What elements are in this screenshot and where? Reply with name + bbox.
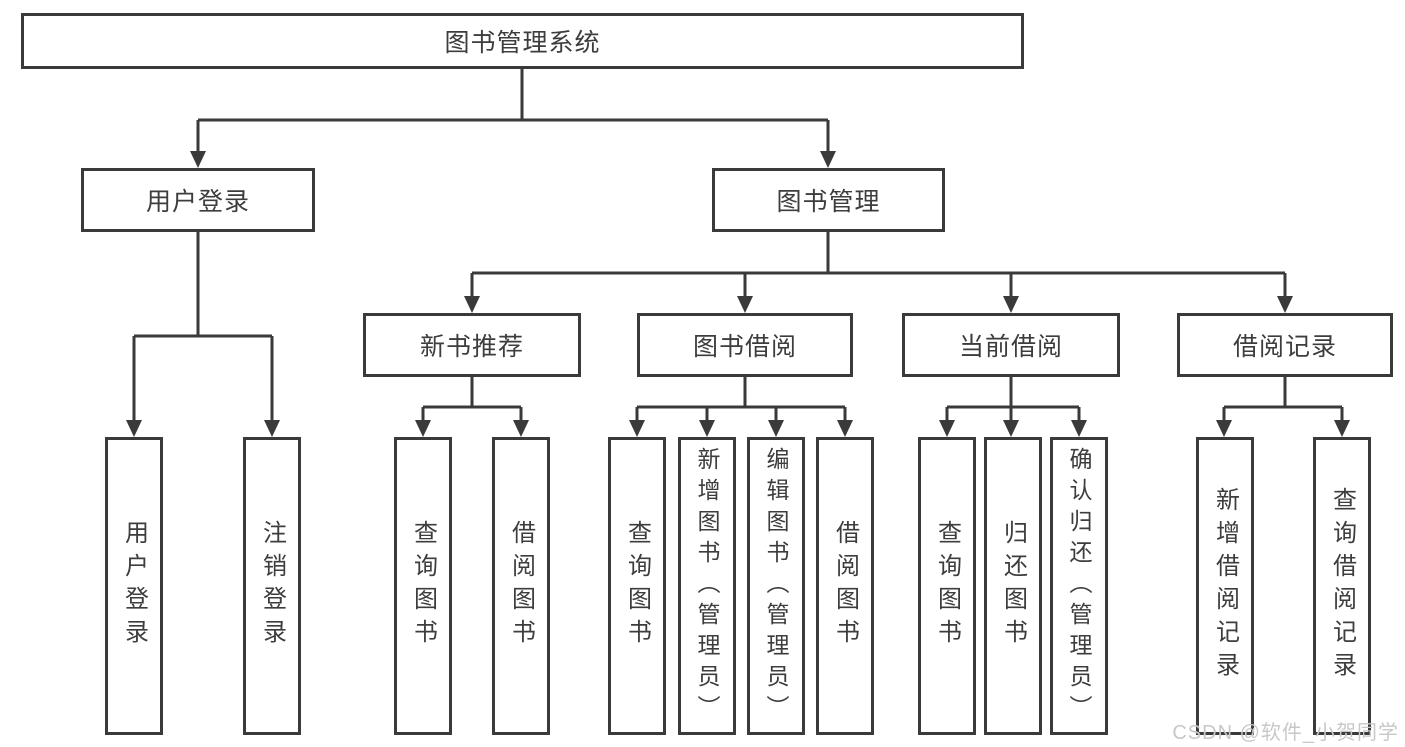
node-current-borrowing: 当前借阅 bbox=[902, 313, 1120, 377]
arrowhead-icon bbox=[629, 420, 645, 437]
connector-paths bbox=[132, 69, 1344, 422]
node-borrow-books-recommend: 借阅图书 bbox=[492, 437, 550, 735]
node-query-books-recommend: 查询图书 bbox=[394, 437, 452, 735]
arrowhead-icon bbox=[464, 296, 480, 313]
arrowhead-icon bbox=[126, 420, 142, 437]
arrowhead-icon bbox=[1216, 420, 1232, 437]
arrowhead-icon bbox=[190, 151, 206, 168]
node-return-books: 归还图书 bbox=[984, 437, 1042, 735]
node-query-borrow-record: 查询借阅记录 bbox=[1313, 437, 1371, 735]
node-logout: 注销登录 bbox=[243, 437, 301, 735]
csdn-watermark: CSDN @软件_小贺同学 bbox=[1172, 722, 1399, 744]
node-borrowing-records: 借阅记录 bbox=[1177, 313, 1393, 377]
node-library-management-system: 图书管理系统 bbox=[21, 13, 1024, 69]
node-book-management: 图书管理 bbox=[712, 168, 945, 232]
node-confirm-return-admin: 确认归还（管理员） bbox=[1050, 437, 1108, 735]
node-new-book-recommend: 新书推荐 bbox=[363, 313, 581, 377]
node-query-books-borrowing: 查询图书 bbox=[608, 437, 666, 735]
arrowhead-icon bbox=[1003, 420, 1019, 437]
arrowhead-icon bbox=[1277, 296, 1293, 313]
node-book-borrowing: 图书借阅 bbox=[637, 313, 853, 377]
arrowhead-icon bbox=[768, 420, 784, 437]
node-borrow-books-borrowing: 借阅图书 bbox=[816, 437, 874, 735]
node-edit-books-admin: 编辑图书（管理员） bbox=[747, 437, 805, 735]
node-add-borrow-record: 新增借阅记录 bbox=[1196, 437, 1254, 735]
arrowhead-icon bbox=[939, 420, 955, 437]
arrowhead-icon bbox=[699, 420, 715, 437]
arrowhead-icon bbox=[415, 420, 431, 437]
node-query-books-current: 查询图书 bbox=[918, 437, 976, 735]
arrowheads bbox=[126, 151, 1350, 437]
node-user-login: 用户登录 bbox=[81, 168, 315, 232]
arrowhead-icon bbox=[737, 296, 753, 313]
arrowhead-icon bbox=[1003, 296, 1019, 313]
arrowhead-icon bbox=[837, 420, 853, 437]
arrowhead-icon bbox=[1334, 420, 1350, 437]
arrowhead-icon bbox=[820, 151, 836, 168]
arrowhead-icon bbox=[513, 420, 529, 437]
node-add-books-admin: 新增图书（管理员） bbox=[678, 437, 736, 735]
node-login: 用户登录 bbox=[105, 437, 163, 735]
arrowhead-icon bbox=[1071, 420, 1087, 437]
arrowhead-icon bbox=[264, 420, 280, 437]
